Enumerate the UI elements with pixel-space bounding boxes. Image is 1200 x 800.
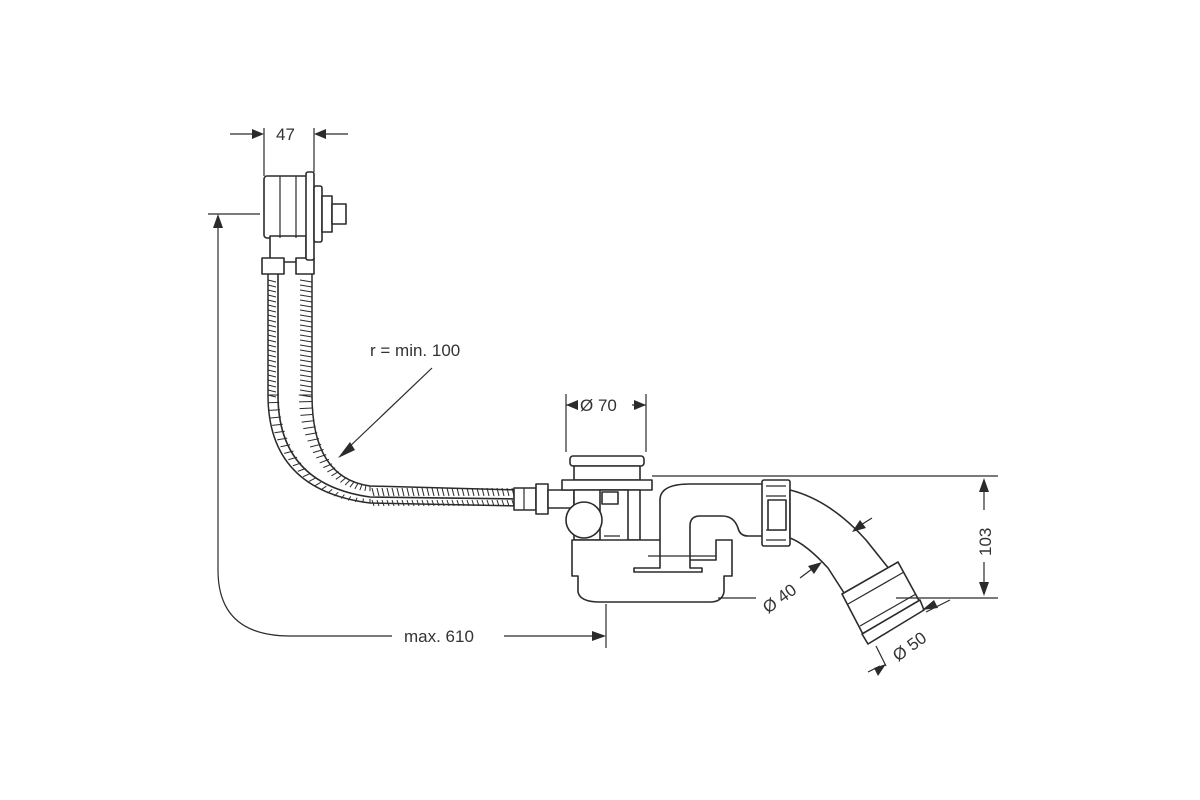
label-pipe-inner: Ø 40 (759, 580, 800, 617)
label-overflow-width: 47 (276, 125, 295, 144)
dimension-valve-diameter: Ø 70 (565, 394, 647, 452)
dimension-height: 103 (652, 475, 998, 599)
dimension-47: 47 (230, 125, 348, 176)
dimension-bend-radius: r = min. 100 (338, 341, 460, 458)
outlet-pipe (789, 489, 925, 645)
union-nut (761, 479, 791, 547)
hose-corrugations (267, 279, 515, 507)
label-bend-radius: r = min. 100 (370, 341, 460, 360)
overflow-assembly (261, 171, 347, 275)
hose-connector (513, 483, 575, 515)
trap (571, 483, 769, 603)
dimension-max-length: max. 610 (208, 213, 607, 648)
label-valve-diameter: Ø 70 (580, 396, 617, 415)
label-max-length: max. 610 (404, 627, 474, 646)
corrugated-hose (267, 270, 521, 507)
waste-valve (561, 455, 653, 547)
label-pipe-outer: Ø 50 (889, 628, 930, 665)
label-height: 103 (976, 528, 995, 556)
